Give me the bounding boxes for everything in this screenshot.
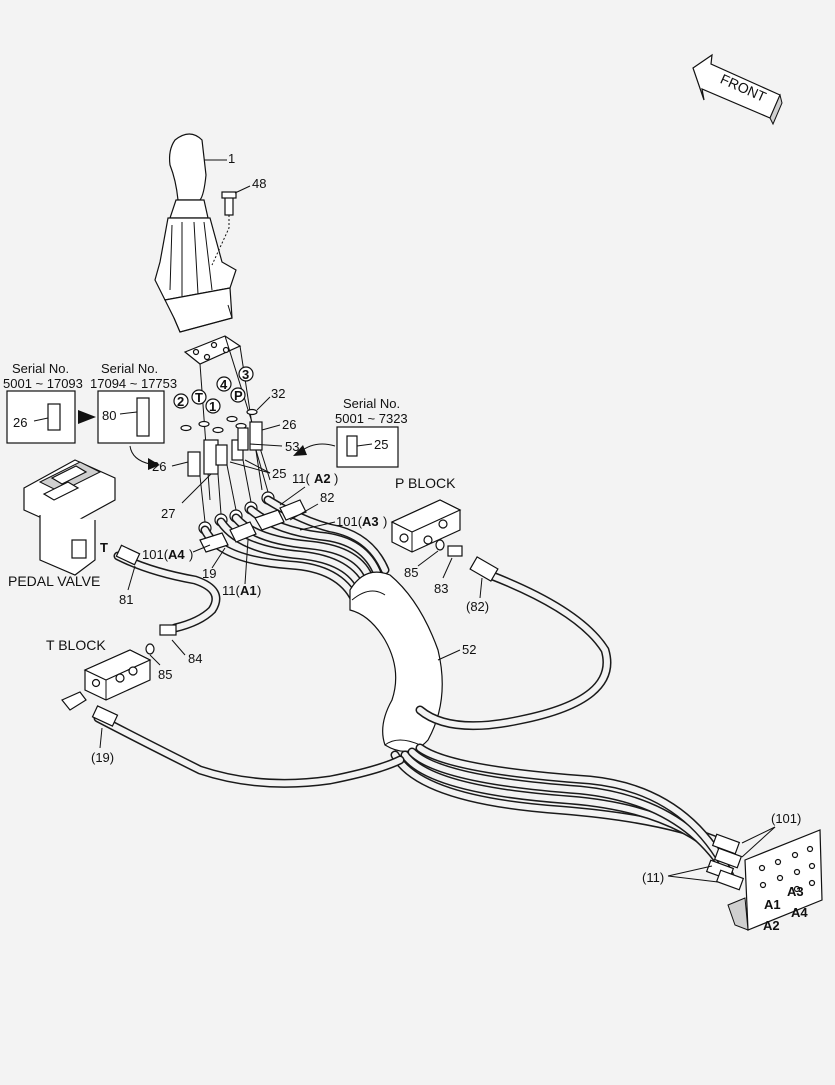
label-1: 1	[228, 151, 235, 166]
plate-a2: A2	[763, 918, 780, 933]
label-11-a2-suffix: )	[334, 471, 338, 486]
label-83: 83	[434, 581, 448, 596]
hose-bundle	[199, 495, 390, 605]
label-26a: 26	[282, 417, 296, 432]
pedal-valve: T PEDAL VALVE 81 84	[8, 459, 221, 666]
serial-a-title: Serial No.	[12, 361, 69, 376]
label-a3: A3	[362, 514, 379, 529]
p-block: P BLOCK 85 83	[390, 475, 463, 596]
port-3-label: 3	[242, 367, 249, 382]
plate-a3: A3	[787, 884, 804, 899]
label-53: 53	[285, 439, 299, 454]
label-82: 82	[320, 490, 334, 505]
plate-a1: A1	[764, 897, 781, 912]
label-101-a4-suffix: )	[189, 547, 193, 562]
label-101-paren: (101)	[771, 811, 801, 826]
label-27: 27	[161, 506, 175, 521]
joystick-assembly: 1 48	[154, 133, 266, 333]
serial-c-part: 25	[374, 437, 388, 452]
serial-box-c: Serial No. 5001 ~ 7323 25	[293, 396, 408, 468]
hose-labels: 11( A2 ) 82 101( A3 ) 101( A4 ) 19 11( A…	[142, 471, 387, 598]
serial-box-b: Serial No. 17094 ~ 17753 80	[90, 361, 177, 470]
serial-box-a: Serial No. 5001 ~ 17093 26	[3, 361, 96, 444]
t-block: T BLOCK 85 (19)	[46, 637, 405, 788]
port-p-label: P	[234, 388, 243, 403]
pedal-valve-label: PEDAL VALVE	[8, 573, 100, 589]
serial-b-title: Serial No.	[101, 361, 158, 376]
label-25: 25	[272, 466, 286, 481]
serial-b-part: 80	[102, 408, 116, 423]
serial-b-range: 17094 ~ 17753	[90, 376, 177, 391]
label-81: 81	[119, 592, 133, 607]
label-19: 19	[202, 566, 216, 581]
label-85-p: 85	[404, 565, 418, 580]
label-85-t: 85	[158, 667, 172, 682]
serial-a-range: 5001 ~ 17093	[3, 376, 83, 391]
label-101-a3-suffix: )	[383, 514, 387, 529]
label-52: 52	[462, 642, 476, 657]
serial-c-title: Serial No.	[343, 396, 400, 411]
port-1-label: 1	[209, 399, 216, 414]
front-arrow: FRONT	[692, 53, 783, 126]
label-11-a1-suffix: )	[257, 583, 261, 598]
pedal-t-port: T	[100, 540, 108, 555]
label-19-paren: (19)	[91, 750, 114, 765]
label-101-a4-prefix: 101(	[142, 547, 169, 562]
port-2-label: 2	[177, 394, 184, 409]
label-84: 84	[188, 651, 202, 666]
port-4-label: 4	[220, 377, 228, 392]
plate-a4: A4	[791, 905, 808, 920]
hoses-to-plate	[390, 743, 737, 885]
label-101-a3-prefix: 101(	[336, 514, 363, 529]
serial-c-range: 5001 ~ 7323	[335, 411, 408, 426]
label-a1: A1	[240, 583, 257, 598]
p-block-label: P BLOCK	[395, 475, 456, 491]
label-82-paren: (82)	[466, 599, 489, 614]
label-11-a1-prefix: 11(	[222, 583, 240, 598]
serial-a-part: 26	[13, 415, 27, 430]
label-a2: A2	[314, 471, 331, 486]
label-11-paren: (11)	[642, 870, 664, 885]
port-markers: 2 T 1 4 P 3 32	[173, 366, 285, 434]
label-11-a2-prefix: 11(	[292, 471, 310, 486]
bulkhead-plate: (101) (11) A3 A1 A4 A2	[642, 811, 823, 933]
label-32: 32	[271, 386, 285, 401]
p-block-hose: (82)	[415, 556, 612, 731]
port-t-label: T	[195, 390, 203, 405]
label-a4: A4	[168, 547, 185, 562]
t-block-label: T BLOCK	[46, 637, 106, 653]
label-48: 48	[252, 176, 266, 191]
